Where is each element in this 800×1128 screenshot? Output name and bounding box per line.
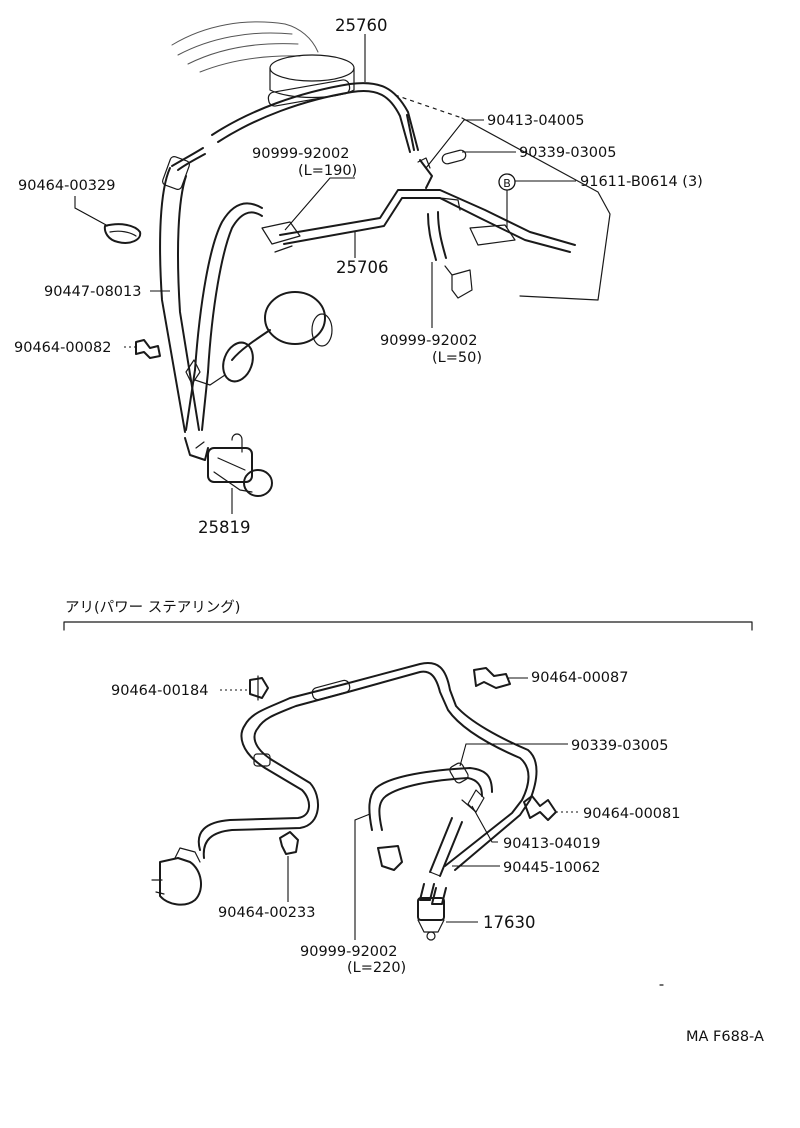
- hose-90447-08013: [159, 147, 206, 433]
- upper-leaders: [74, 34, 576, 514]
- marker-b: B: [498, 173, 516, 191]
- lower-canister: [151, 847, 202, 906]
- label-17630: 17630: [483, 913, 536, 932]
- label-90464-00329: 90464-00329: [18, 178, 116, 194]
- label-90339-03005-lower: 90339-03005: [571, 738, 669, 754]
- label-90445-10062: 90445-10062: [503, 860, 601, 876]
- pipe-25706: [261, 189, 576, 253]
- label-90999-92002-l220: 90999-92002: [300, 944, 398, 960]
- engine-outline: [171, 21, 611, 301]
- label-90464-00082: 90464-00082: [14, 340, 112, 356]
- vsv-25819: [184, 433, 273, 497]
- lower-hose-l220: [368, 762, 493, 831]
- lower-main-hose: [197, 662, 538, 871]
- label-90999-92002-l190: 90999-92002: [252, 146, 350, 162]
- lower-hoses-to-17630: [429, 817, 463, 877]
- label-90464-00081: 90464-00081: [583, 806, 681, 822]
- label-25819: 25819: [198, 518, 251, 537]
- hose-90999-92002-l190: [185, 202, 263, 431]
- clip-90464-00081: [523, 795, 557, 821]
- label-90413-04019: 90413-04019: [503, 836, 601, 852]
- diagram-code: MA F688-A: [686, 1029, 764, 1045]
- label-90413-04005: 90413-04005: [487, 113, 585, 129]
- label-90339-03005-upper: 90339-03005: [519, 145, 617, 161]
- label-90464-00087: 90464-00087: [531, 670, 629, 686]
- label-25706: 25706: [336, 258, 389, 277]
- lower-assembly: 90464-00184 90464-00087 90339-03005 9046…: [111, 662, 681, 976]
- label-90464-00184: 90464-00184: [111, 683, 209, 699]
- clip-90464-00184: [249, 675, 269, 701]
- label-length-l190: (L=190): [298, 163, 357, 179]
- clip-90464-00087: [473, 667, 511, 689]
- marker-b-label: B: [503, 177, 511, 190]
- label-90447-08013: 90447-08013: [44, 284, 142, 300]
- upper-right-fittings: [406, 114, 473, 299]
- label-length-l50: (L=50): [432, 350, 482, 366]
- label-91611-b0614: 91611-B0614 (3): [580, 174, 703, 190]
- clip-90464-00082: [135, 339, 161, 359]
- vacuum-unit: [185, 291, 333, 386]
- label-25760: 25760: [335, 16, 388, 35]
- clip-90464-00329: [103, 223, 142, 244]
- upper-assembly: B 25760 90413-04005 90339-03005 91611-B0…: [14, 16, 703, 537]
- label-length-l220: (L=220): [347, 960, 406, 976]
- section-heading: アリ(パワー ステアリング): [65, 599, 240, 616]
- lower-leaders: [220, 677, 580, 940]
- section-divider: アリ(パワー ステアリング): [63, 599, 753, 631]
- lower-bracket: [377, 845, 403, 871]
- hose-25760: [211, 79, 419, 153]
- valve-17630: [417, 883, 447, 941]
- clip-90464-00233: [279, 831, 299, 855]
- label-90464-00233: 90464-00233: [218, 905, 316, 921]
- label-90999-92002-l50: 90999-92002: [380, 333, 478, 349]
